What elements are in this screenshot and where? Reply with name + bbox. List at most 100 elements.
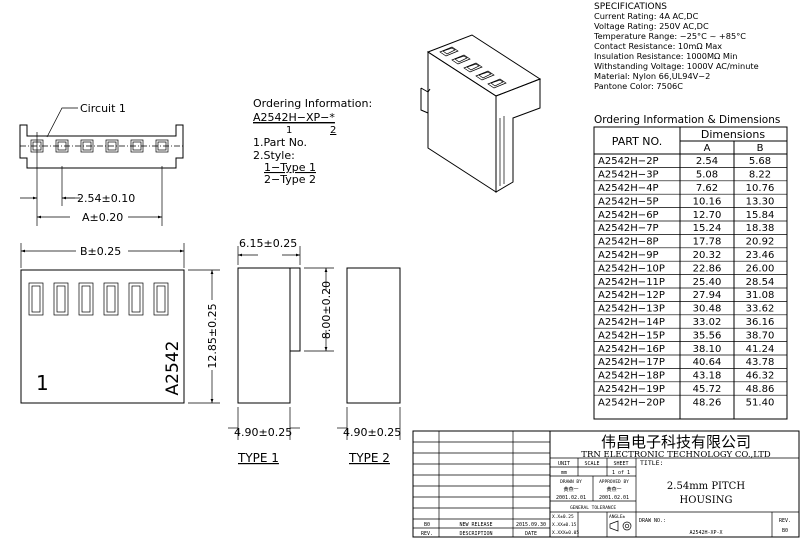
side-view-type-2: 4.90±0.25 TYPE 2: [337, 267, 401, 465]
circuit-label: Circuit 1: [80, 102, 126, 115]
table-cell-part-no: A2542H−10P: [598, 263, 665, 274]
type-1-caption: TYPE 1: [237, 451, 279, 465]
table-cell-dim-b: 41.24: [746, 344, 775, 355]
table-cell-dim-a: 17.78: [693, 237, 722, 248]
table-cell-part-no: A2542H−2P: [598, 156, 659, 167]
table-cell-dim-b: 26.00: [746, 263, 775, 274]
table-cell-dim-b: 43.78: [746, 357, 775, 368]
tolerance-1: X.X±0.25: [552, 514, 574, 520]
table-cell-dim-a: 33.02: [693, 317, 722, 328]
approved-date: 2001.02.01: [599, 495, 629, 501]
type-2-caption: TYPE 2: [348, 451, 390, 465]
history-date: 2015.09.30: [516, 522, 546, 528]
table-cell-dim-a: 2.54: [696, 156, 718, 167]
title-label: TITLE:: [640, 459, 663, 467]
table-cell-dim-a: 25.40: [693, 277, 722, 288]
table-cell-dim-b: 10.76: [746, 183, 775, 194]
table-cell-part-no: A2542H−18P: [598, 371, 665, 382]
company-name-en: TRN ELECTRONIC TECHNOLOGY CO.,LTD: [581, 450, 771, 460]
table-cell-dim-a: 38.10: [693, 344, 722, 355]
specifications-block: SPECIFICATIONS Current Rating: 4A AC,DC …: [593, 2, 759, 91]
table-cell-part-no: A2542H−16P: [598, 344, 665, 355]
table-cell-dim-b: 31.08: [746, 290, 775, 301]
table-cell-dim-a: 43.18: [693, 371, 722, 382]
tolerance-3: X.XXX±0.05: [552, 530, 579, 536]
approved-by-label: APPROVED BY: [599, 479, 629, 485]
spec-line: Current Rating: 4A AC,DC: [594, 11, 699, 21]
rev-label: REV.: [779, 518, 791, 524]
spec-line: Withstanding Voltage: 1000V AC/minute: [594, 61, 759, 71]
spec-line: Material: Nylon 66,UL94V−2: [594, 71, 710, 81]
company-name-cn: 伟昌电子科技有限公司: [601, 433, 751, 451]
ordering-type-1: 1−Type 1: [264, 161, 316, 174]
dim-height-label: 12.85±0.25: [206, 303, 219, 368]
col-b-header: B: [757, 143, 764, 154]
table-cell-part-no: A2542H−9P: [598, 250, 659, 261]
table-cell-part-no: A2542H−19P: [598, 384, 665, 395]
table-cell-dim-a: 27.94: [693, 290, 722, 301]
title-block: B0 NEW RELEASE 2015.09.30 REV. DESCRIPTI…: [412, 430, 800, 538]
table-cell-dim-a: 5.08: [696, 170, 718, 181]
table-cell-part-no: A2542H−3P: [598, 170, 659, 181]
table-cell-dim-b: 8.22: [749, 170, 771, 181]
table-cell-part-no: A2542H−8P: [598, 237, 659, 248]
table-cell-dim-b: 13.30: [746, 196, 775, 207]
ordering-item-2: 2.Style:: [253, 149, 295, 162]
unit-value: mm: [561, 470, 567, 476]
front-view-bottom: B±0.25 12.85±0.25 1 A2542: [20, 243, 220, 404]
drawing-title-line-2: HOUSING: [680, 495, 733, 506]
approved-by-name: 黄燕一: [606, 486, 621, 493]
table-cell-dim-a: 40.64: [693, 357, 722, 368]
history-head-rev: REV.: [421, 531, 433, 537]
side-view-type-1: 6.15±0.25 8.00±0.20 4.90±0.25 TYPE 1: [228, 237, 334, 465]
table-cell-part-no: A2542H−17P: [598, 357, 665, 368]
isometric-view: [420, 34, 542, 193]
table-cell-dim-a: 15.24: [693, 223, 722, 234]
unit-header: UNIT: [558, 461, 570, 467]
ordering-marker-1: 1: [286, 125, 292, 136]
draw-no-label: DRAW NO.:: [639, 518, 666, 524]
history-rev: B0: [424, 522, 430, 528]
drawn-by-name: 黄燕一: [563, 486, 578, 493]
sheet-header: SHEET: [613, 461, 628, 467]
spec-line: Voltage Rating: 250V AC,DC: [594, 21, 709, 31]
dim-490-type2: 4.90±0.25: [343, 426, 401, 439]
table-cell-part-no: A2542H−13P: [598, 304, 665, 315]
table-cell-part-no: A2542H−20P: [598, 397, 665, 408]
table-cell-dim-a: 12.70: [693, 210, 722, 221]
table-cell-dim-b: 28.54: [746, 277, 775, 288]
table-cell-dim-a: 10.16: [693, 196, 722, 207]
dim-width-label: 6.15±0.25: [239, 237, 297, 250]
table-cell-dim-a: 22.86: [693, 263, 722, 274]
general-tolerance-label: GENERAL TOLERANCE: [570, 505, 616, 511]
col-a-header: A: [704, 143, 711, 154]
table-cell-part-no: A2542H−11P: [598, 277, 665, 288]
table-cell-dim-b: 5.68: [749, 156, 771, 167]
table-cell-dim-a: 7.62: [696, 183, 718, 194]
table-cell-dim-a: 48.26: [693, 397, 722, 408]
projection-symbol-icon: [609, 520, 632, 532]
drawing-title-line-1: 2.54mm PITCH: [667, 481, 745, 492]
front-view-top: Circuit 1 2.54±0.10 A±0.20: [19, 102, 184, 226]
table-cell-dim-a: 35.56: [693, 330, 722, 341]
table-cell-dim-b: 48.86: [746, 384, 775, 395]
table-cell-part-no: A2542H−12P: [598, 290, 665, 301]
table-cell-dim-b: 15.84: [746, 210, 775, 221]
table-cell-dim-b: 36.16: [746, 317, 775, 328]
ordering-item-1: 1.Part No.: [253, 136, 307, 149]
dim-490-type1: 4.90±0.25: [234, 426, 292, 439]
history-head-date: DATE: [525, 531, 537, 537]
pitch-dimension: 2.54±0.10: [77, 192, 135, 205]
drawn-by-label: DRAWN BY: [560, 479, 582, 485]
ordering-type-2: 2−Type 2: [264, 173, 316, 186]
table-cell-dim-b: 51.40: [746, 397, 775, 408]
table-cell-part-no: A2542H−15P: [598, 330, 665, 341]
table-cell-part-no: A2542H−6P: [598, 210, 659, 221]
spec-line: Contact Resistance: 10mΩ Max: [594, 41, 722, 51]
table-cell-dim-b: 46.32: [746, 371, 775, 382]
spec-title: SPECIFICATIONS: [594, 2, 667, 12]
draw-no-value: A2542H-XP-X: [689, 530, 722, 536]
table-cell-part-no: A2542H−5P: [598, 196, 659, 207]
ordering-info: Ordering Information: A2542H−XP−* 1 2 1.…: [253, 97, 372, 186]
